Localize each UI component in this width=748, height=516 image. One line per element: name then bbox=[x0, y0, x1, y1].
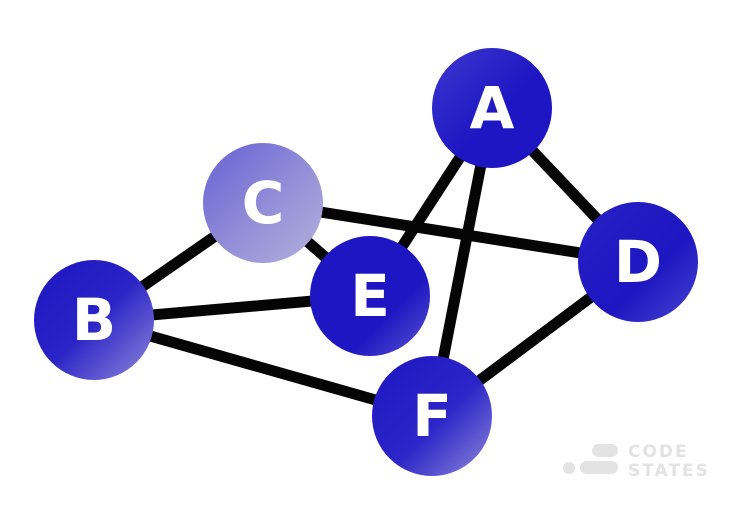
node-b-circle bbox=[34, 260, 154, 380]
node-e-circle bbox=[310, 236, 430, 356]
node-a-circle bbox=[432, 48, 552, 168]
node-f-circle bbox=[372, 356, 492, 476]
nodes-layer: A B C D EF bbox=[34, 48, 698, 476]
watermark-line1: CODE bbox=[628, 442, 689, 462]
node-d-label: D bbox=[614, 228, 662, 296]
node-a-label: A bbox=[470, 74, 515, 142]
node-f: F bbox=[372, 356, 492, 476]
node-a: A bbox=[432, 48, 552, 168]
node-b-label: B bbox=[72, 286, 116, 354]
node-e: E bbox=[310, 236, 430, 356]
node-e-label: E bbox=[350, 262, 390, 330]
node-c-label: C bbox=[242, 169, 285, 237]
watermark-logo-bar-top bbox=[592, 444, 618, 457]
watermark-logo-dot bbox=[563, 462, 575, 474]
node-d: D bbox=[578, 202, 698, 322]
edge-c-d bbox=[262, 197, 639, 268]
node-b: B bbox=[34, 260, 154, 380]
code-states-watermark: CODE STATES bbox=[563, 442, 710, 481]
node-d-circle bbox=[578, 202, 698, 322]
node-c-circle bbox=[203, 143, 323, 263]
node-f-label: F bbox=[412, 382, 452, 450]
node-c: C bbox=[203, 143, 323, 263]
watermark-line2: STATES bbox=[628, 461, 710, 481]
watermark-logo-bar-bottom bbox=[580, 461, 618, 474]
